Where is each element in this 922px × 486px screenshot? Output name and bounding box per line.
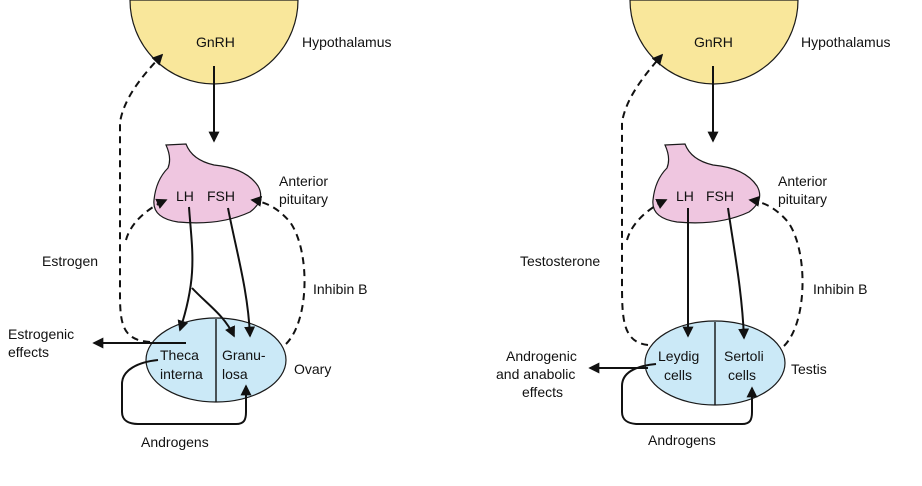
male-androgens-label: Androgens: [648, 432, 716, 448]
male-panel: GnRH Hypothalamus LH FSH Anterior pituit…: [496, 0, 891, 448]
female-panel: GnRH Hypothalamus LH FSH Anterior pituit…: [8, 0, 392, 450]
female-estrogen-label: Estrogen: [42, 253, 98, 269]
male-fsh-to-sertoli-arrow: [727, 207, 750, 340]
male-hypothalamus-shape: [629, 0, 799, 85]
female-estrogen-feedback-pituitary: [125, 198, 168, 241]
male-leydig-label: Leydig cells: [658, 348, 703, 383]
female-inhibin-feedback: [250, 195, 306, 345]
male-pituitary-label: Anterior pituitary: [778, 173, 831, 207]
male-fsh-label: FSH: [706, 188, 734, 204]
male-inhibin-label: Inhibin B: [813, 281, 867, 297]
female-pituitary-shape: [153, 143, 262, 224]
male-testosterone-feedback-gnrh: [621, 53, 664, 346]
female-lh-label: LH: [176, 188, 194, 204]
female-fsh-label: FSH: [207, 188, 235, 204]
male-testis-label: Testis: [791, 361, 827, 377]
male-hypothalamus-label: Hypothalamus: [801, 34, 891, 50]
female-fsh-to-granulosa-arrow: [227, 207, 256, 338]
male-gnrh-label: GnRH: [694, 34, 733, 50]
male-output-label: Androgenic and anabolic effects: [496, 348, 581, 400]
male-androgens-loop: [621, 363, 758, 425]
male-lh-label: LH: [676, 188, 694, 204]
male-pituitary-shape: [652, 143, 761, 224]
male-testosterone-feedback-pituitary: [626, 199, 668, 241]
female-ovary-label: Ovary: [294, 361, 331, 377]
male-sertoli-label: Sertoli cells: [724, 348, 768, 383]
female-pituitary-label: Anterior pituitary: [279, 173, 332, 207]
female-gnrh-label: GnRH: [196, 34, 235, 50]
female-lh-to-granulosa-arrow: [191, 287, 235, 338]
female-androgens-loop: [121, 359, 252, 425]
female-granulosa-label: Granu- losa: [222, 347, 269, 382]
female-inhibin-label: Inhibin B: [313, 281, 367, 297]
female-estrogen-feedback-gnrh: [118, 53, 164, 343]
male-inhibin-feedback: [748, 195, 804, 347]
female-lh-to-theca-arrow: [177, 206, 194, 332]
female-output-label: Estrogenic effects: [8, 326, 78, 360]
female-theca-label: Theca interna: [160, 347, 203, 382]
female-hypothalamus-shape: [129, 0, 299, 85]
female-androgens-label: Androgens: [141, 434, 209, 450]
female-hypothalamus-label: Hypothalamus: [302, 34, 392, 50]
male-testosterone-label: Testosterone: [520, 253, 600, 269]
